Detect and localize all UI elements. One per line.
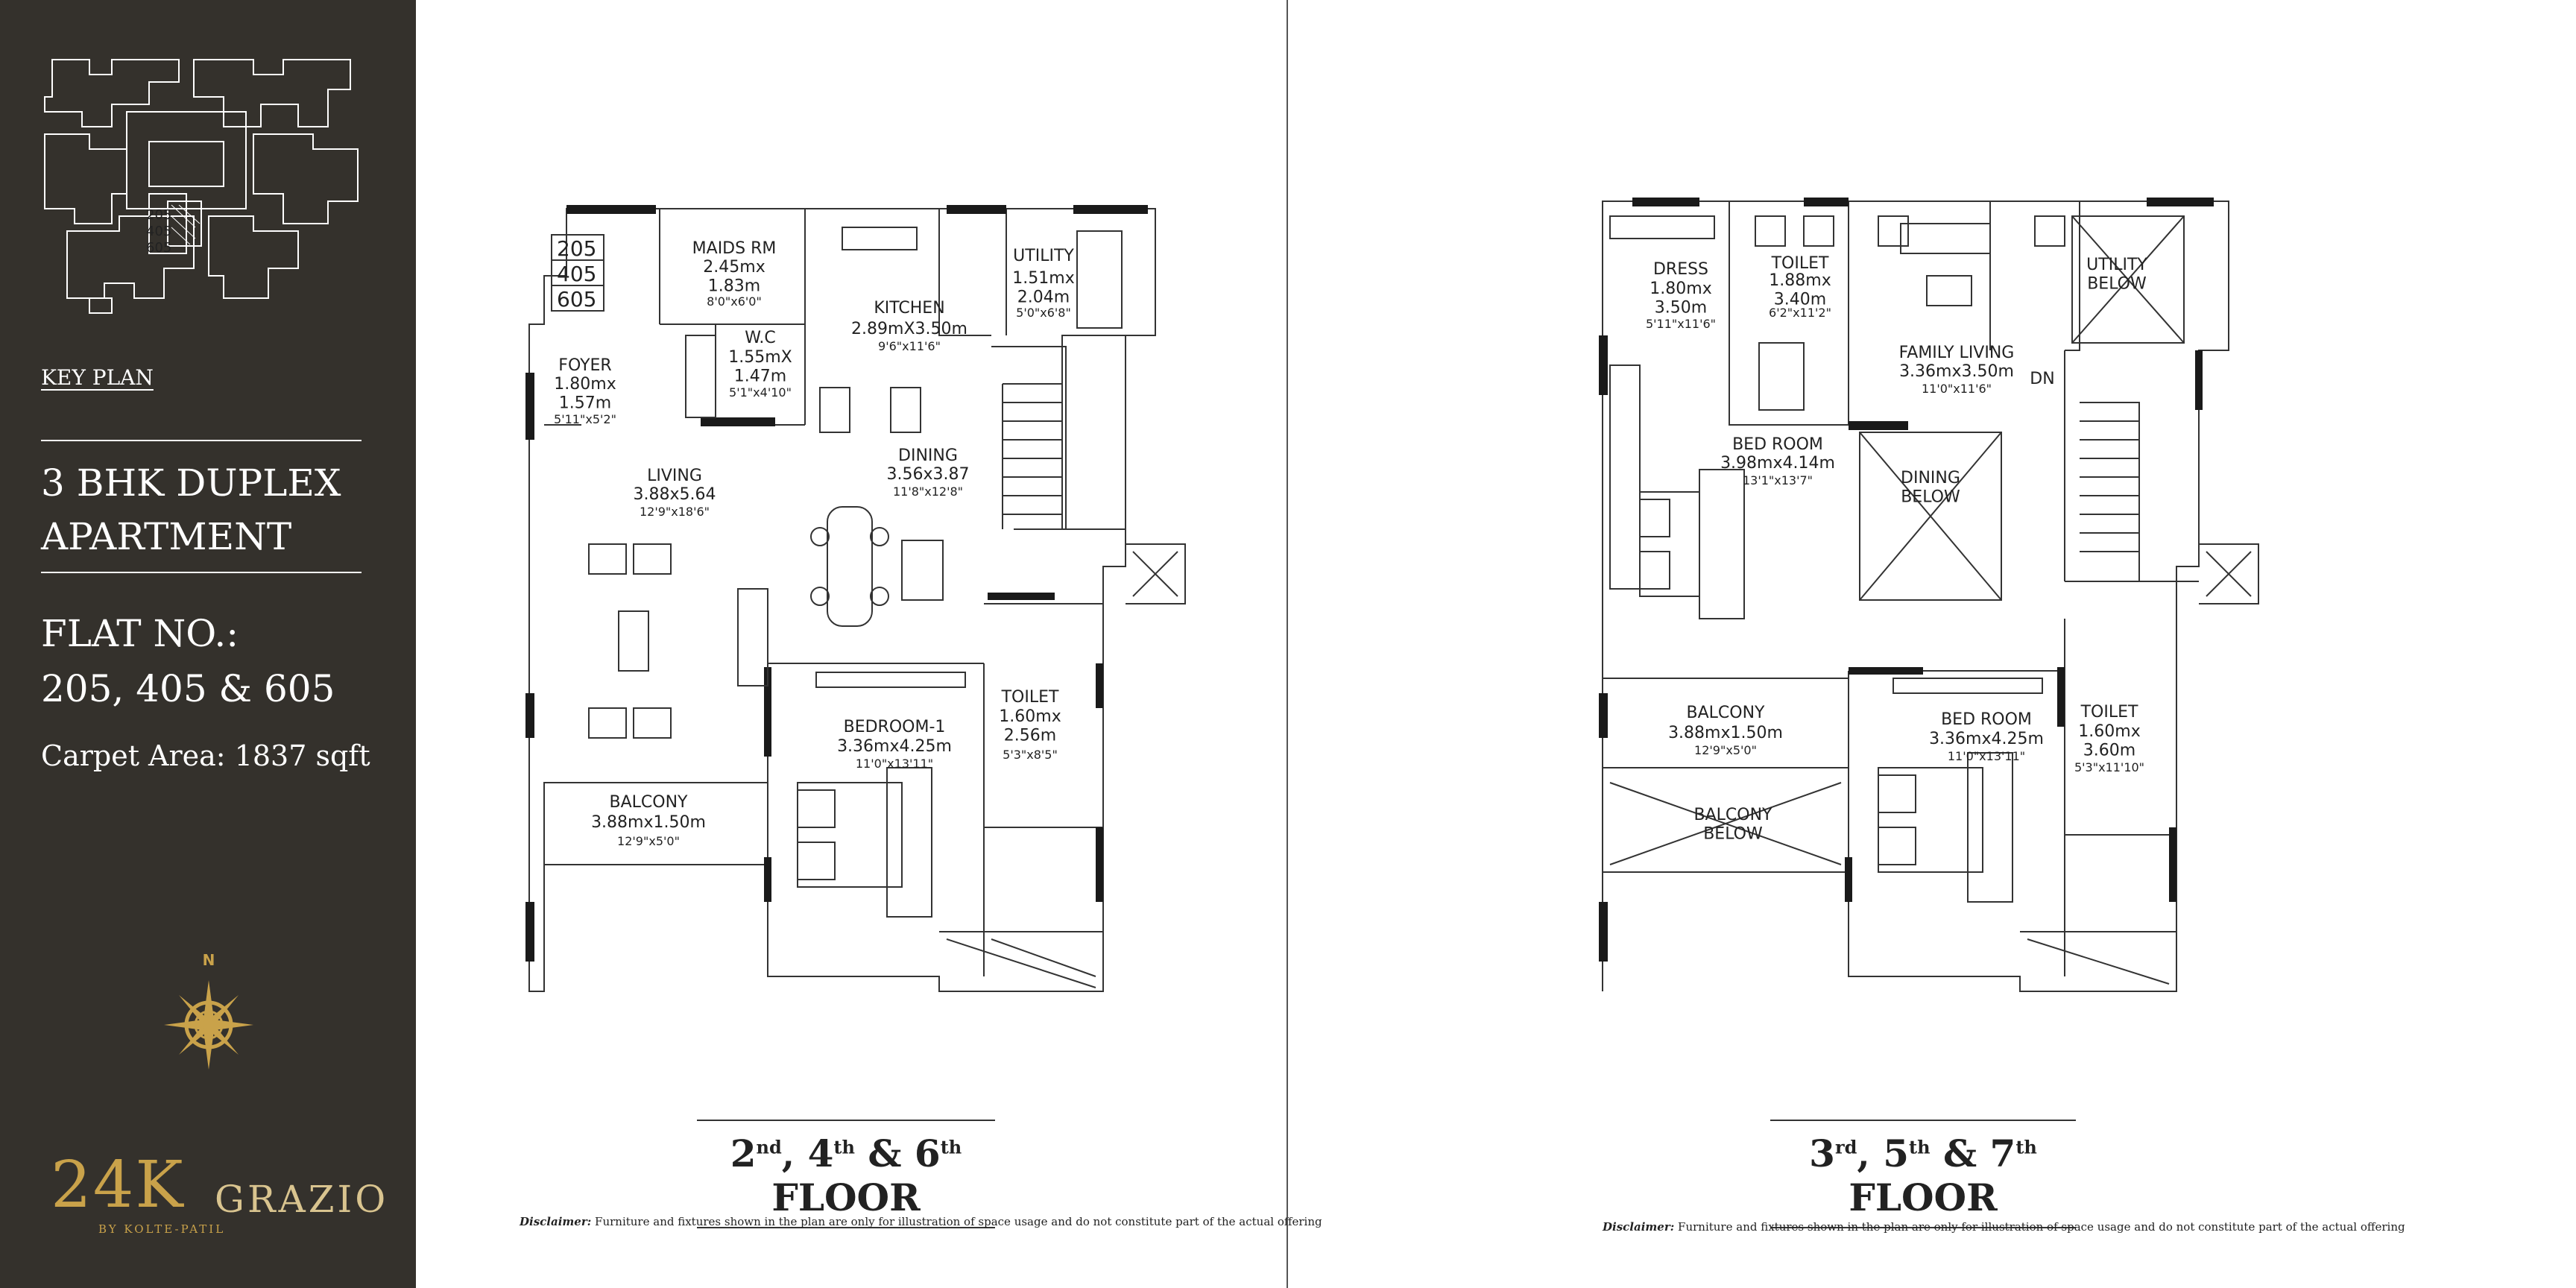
room-ft: 11'0"x13'11" [1948,749,2025,763]
room-dim: 3.98mx4.14m [1720,454,1835,473]
keyplan-unit-605: 605 [146,240,171,256]
carpet-area: Carpet Area: 1837 sqft [41,739,370,772]
unit-tag-405: 405 [557,262,596,286]
brand-logo-byline: BY KOLTE-PATIL [98,1222,226,1236]
room-name: BEDROOM-1 [844,718,946,736]
room-name: DINING [898,446,958,465]
room-ft: 5'1"x4'10" [729,385,792,400]
room-ft: 13'1"x13'7" [1743,473,1813,487]
room-dim: 2.89mX3.50m [851,320,967,338]
room-ft: 11'8"x12'8" [893,484,963,499]
room-name: TOILET [2080,703,2138,722]
room-name: UTILITY [1013,247,1074,265]
room-dim: 3.88x5.64 [634,485,716,504]
room-ft: 11'0"x11'6" [1922,382,1992,396]
divider-line [41,440,362,441]
unit-tag-605: 605 [557,287,596,312]
room-name: LIVING [647,467,702,485]
room-ft: 6'2"x11'2" [1769,306,1831,320]
room-name: TOILET [1771,254,1829,273]
compass-icon: N [164,951,253,1070]
room-name: BED ROOM [1941,710,2032,729]
room-name: BALCONY [1687,704,1766,722]
brand-logo-24k: 24K [51,1148,185,1222]
room-name: DRESS [1653,260,1708,279]
room-ft: 12'9"x5'0" [1694,743,1757,757]
disclaimer-left: Disclaimer: Furniture and fixtures shown… [520,1215,1322,1228]
floor-title-2-4-6: 2nd, 4th & 6th FLOOR [697,1120,995,1228]
room-ft: 11'0"x13'11" [856,757,933,771]
disclaimer-right: Disclaimer: Furniture and fixtures shown… [1603,1220,2405,1234]
flat-label: FLAT NO.: [41,612,239,655]
stair-direction-label: DN [2030,370,2054,388]
room-dim: 3.36mx3.50m [1899,362,2014,381]
room-ft: 8'0"x6'0" [707,294,762,309]
room-name: BED ROOM [1732,435,1823,454]
key-plan-map: 205 405 605 [44,59,359,314]
room-ft: 12'9"x5'0" [617,834,680,848]
room-name: FAMILY LIVING [1899,344,2015,362]
apartment-type: 3 BHK DUPLEX APARTMENT [41,461,341,558]
compass-north-label: N [203,951,215,969]
brand-logo-grazio: GRAZIO [215,1178,389,1221]
room-name: W.C [745,329,776,347]
room-name: TOILET [1001,688,1059,707]
room-name: KITCHEN [874,299,944,318]
room-name: MAIDS RM [692,239,777,258]
room-dim: 3.36mx4.25m [1929,730,2044,748]
room-dim: 3.36mx4.25m [837,737,952,756]
room-ft: 5'0"x6'8" [1016,306,1071,320]
flat-numbers: 205, 405 & 605 [41,667,335,710]
room-name: BALCONY [610,793,689,812]
room-name: FOYER [558,356,611,375]
key-plan-label: KEY PLAN [41,365,154,390]
room-ft: 5'3"x8'5" [1003,748,1058,762]
keyplan-unit-405: 405 [146,224,171,239]
room-ft: 12'9"x18'6" [640,505,710,519]
floor-title-3-5-7: 3rd, 5th & 7th FLOOR [1770,1120,2076,1228]
keyplan-unit-205: 205 [146,207,171,223]
room-ft: 9'6"x11'6" [878,339,941,353]
room-dim: 3.88mx1.50m [1668,724,1783,742]
divider-line [41,572,362,573]
sidebar: 205 405 605 KEY PLAN 3 BHK DUPLEX APARTM… [0,0,416,1288]
room-ft: 5'3"x11'10" [2074,760,2144,774]
room-ft: 5'11"x11'6" [1646,317,1716,331]
page-divider [1287,0,1288,1288]
room-ft: 5'11"x5'2" [554,412,616,426]
unit-tag-205: 205 [557,236,596,261]
room-dim: 3.56x3.87 [887,465,970,484]
room-dim: 3.88mx1.50m [591,813,706,832]
